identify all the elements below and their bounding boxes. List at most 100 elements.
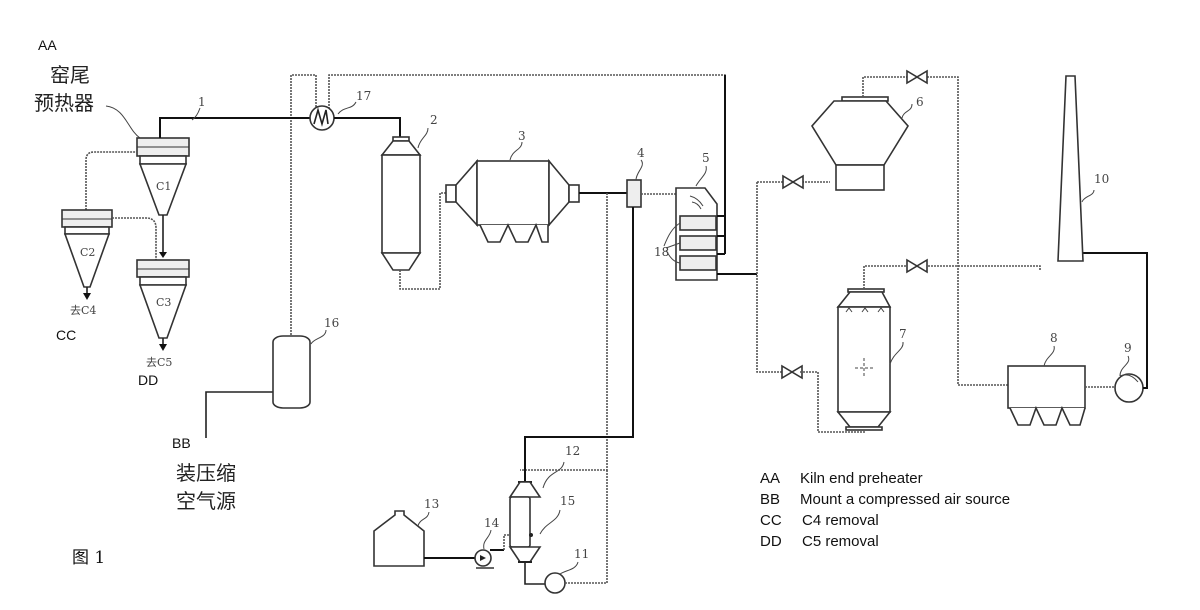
leader-1 bbox=[191, 107, 201, 121]
pipe-11-return bbox=[565, 470, 608, 584]
valve-icon bbox=[906, 69, 928, 85]
tower-7 bbox=[836, 288, 892, 431]
aa-cn-label-line1: 窑尾 bbox=[50, 63, 90, 87]
legend: AA Kiln end preheater BB Mount a compres… bbox=[760, 470, 1010, 550]
reactor-feed-lines bbox=[717, 215, 725, 255]
bb-cn-label-line2: 空气源 bbox=[176, 489, 236, 513]
air-tank-16 bbox=[272, 335, 311, 409]
equipment-number-16: 16 bbox=[324, 316, 339, 330]
liquid-tank-13 bbox=[373, 510, 425, 567]
equipment-number-6: 6 bbox=[916, 95, 924, 109]
leader-2 bbox=[417, 127, 429, 149]
equipment-number-8: 8 bbox=[1050, 331, 1058, 345]
sprayer-point-icon bbox=[529, 533, 533, 537]
valve-icon bbox=[906, 258, 928, 274]
c5-out-label: 去C5 bbox=[146, 356, 172, 369]
pipe-3-branch bbox=[520, 193, 608, 471]
pipe-to-7 bbox=[800, 371, 866, 433]
aa-leader-line bbox=[105, 105, 141, 139]
pipe-17-to-2 bbox=[334, 117, 401, 137]
mixer-4 bbox=[626, 179, 642, 208]
leader-3 bbox=[509, 141, 523, 161]
pipe-2-to-3 bbox=[399, 192, 446, 290]
c4-out-label: 去C4 bbox=[70, 304, 96, 317]
leader-8 bbox=[1043, 345, 1055, 367]
column-12 bbox=[508, 481, 542, 563]
fan-blade-icon bbox=[1119, 374, 1139, 383]
branch-pipe bbox=[756, 182, 800, 373]
pipe-14-to-15 bbox=[503, 534, 530, 550]
leader-12 bbox=[542, 461, 565, 489]
equipment-number-13: 13 bbox=[424, 497, 439, 511]
equipment-number-2: 2 bbox=[430, 113, 438, 127]
legend-text: C4 removal bbox=[802, 512, 879, 529]
equipment-number-3: 3 bbox=[518, 129, 526, 143]
pump-arrow-icon bbox=[480, 555, 486, 561]
equipment-number-18: 18 bbox=[654, 245, 669, 259]
equipment-number-11: 11 bbox=[574, 547, 589, 561]
equipment-number-15: 15 bbox=[560, 494, 575, 508]
cyclone-c1: C1 bbox=[136, 137, 190, 216]
bb-code-label: BB bbox=[172, 435, 191, 451]
equipment-number-9: 9 bbox=[1124, 341, 1132, 355]
leader-13 bbox=[417, 511, 430, 527]
legend-text: Kiln end preheater bbox=[800, 470, 923, 487]
equipment-number-10: 10 bbox=[1094, 172, 1109, 186]
equipment-number-7: 7 bbox=[899, 327, 907, 341]
dd-code-label: DD bbox=[138, 372, 158, 388]
cc-code-label: CC bbox=[56, 327, 76, 343]
leader-16 bbox=[310, 329, 327, 345]
leader-9 bbox=[1119, 355, 1130, 377]
bb-cn-label-line1: 装压缩 bbox=[176, 461, 236, 485]
chimney-10 bbox=[1057, 75, 1084, 262]
heat-exchanger-coil-icon bbox=[313, 107, 329, 127]
fan-9 bbox=[1114, 373, 1144, 403]
bag-filter-8 bbox=[1007, 365, 1086, 426]
pipe-1 bbox=[159, 117, 290, 138]
leader-11 bbox=[559, 561, 579, 575]
leader-6 bbox=[901, 103, 913, 119]
cyclone-c2-label: C2 bbox=[80, 246, 95, 259]
equipment-number-12: 12 bbox=[565, 444, 580, 458]
aa-cn-label-line2: 预热器 bbox=[34, 91, 94, 115]
pump-11 bbox=[544, 572, 566, 594]
compressed-air-pipe bbox=[290, 74, 317, 335]
c2-to-c3-pipe bbox=[112, 217, 157, 260]
cyclone-c3-label: C3 bbox=[156, 296, 171, 309]
cyclone-c2: C2 bbox=[61, 209, 113, 288]
equipment-number-1: 1 bbox=[198, 95, 206, 109]
leader-18 bbox=[663, 222, 681, 264]
legend-code: BB bbox=[760, 491, 780, 508]
legend-text: C5 removal bbox=[802, 533, 879, 550]
equipment-number-5: 5 bbox=[702, 151, 710, 165]
aa-code-label: AA bbox=[38, 37, 57, 53]
cyclone-c3: C3 bbox=[136, 259, 190, 339]
pipe-12-to-11 bbox=[524, 562, 545, 585]
arrow-down-icon bbox=[159, 344, 167, 351]
reactor-5 bbox=[675, 187, 718, 281]
arrow-down-icon bbox=[159, 252, 167, 258]
cyclone-c1-label: C1 bbox=[156, 180, 171, 193]
c2-to-c1-pipe bbox=[85, 151, 137, 210]
valve-icon bbox=[781, 364, 803, 380]
arrow-down-icon bbox=[83, 293, 91, 300]
equipment-number-4: 4 bbox=[637, 146, 645, 160]
pipe-9-to-10 bbox=[1083, 252, 1148, 389]
legend-text: Mount a compressed air source bbox=[800, 491, 1010, 508]
valve-icon bbox=[782, 174, 804, 190]
leader-5 bbox=[695, 165, 707, 187]
legend-code: AA bbox=[760, 470, 780, 487]
equipment-number-14: 14 bbox=[484, 516, 500, 530]
leader-14 bbox=[483, 529, 492, 550]
vessel-2 bbox=[380, 136, 422, 271]
legend-code: CC bbox=[760, 512, 782, 529]
leader-15 bbox=[539, 509, 561, 535]
pipe-7-top bbox=[863, 265, 1041, 289]
figure-caption: 图 1 bbox=[72, 548, 105, 568]
leader-4 bbox=[635, 159, 643, 181]
equipment-number-17: 17 bbox=[356, 89, 371, 103]
bag-filter-3 bbox=[445, 158, 580, 243]
leader-7 bbox=[889, 341, 904, 365]
legend-code: DD bbox=[760, 533, 782, 550]
